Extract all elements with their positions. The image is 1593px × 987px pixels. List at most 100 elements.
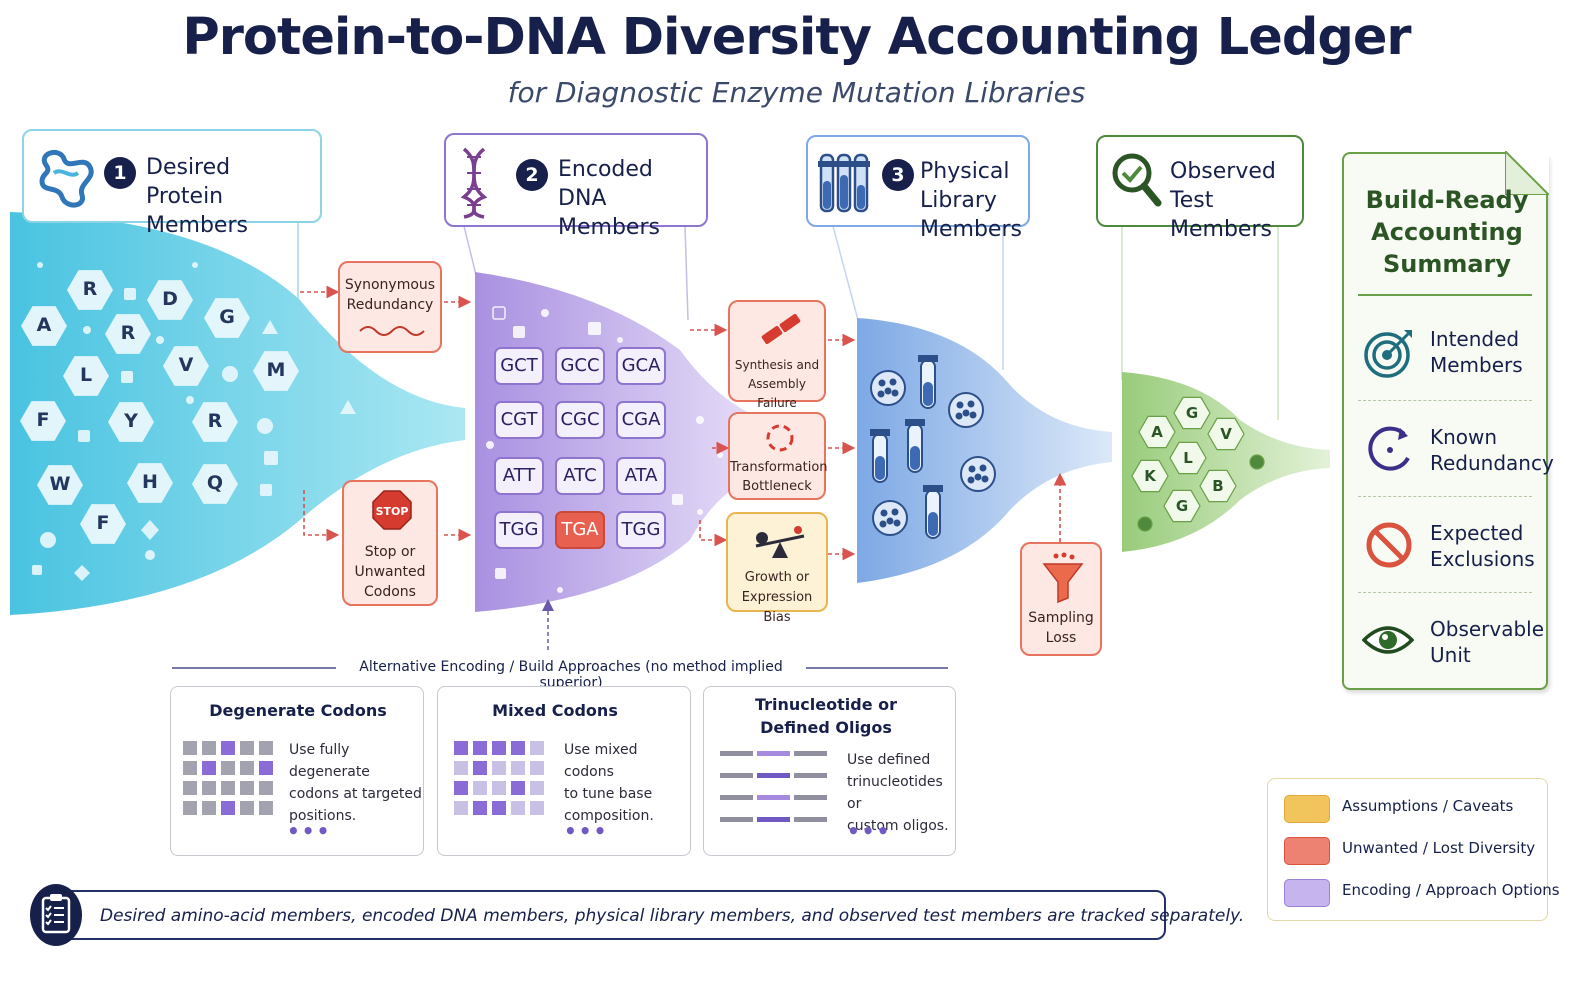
observed-hex <box>1173 396 1211 430</box>
summary-item-3-label: Expected Exclusions <box>1430 520 1535 572</box>
summary-item-3-line1: Expected <box>1430 521 1524 545</box>
amino-acid-label: L <box>79 364 93 386</box>
codon-cell: TGG <box>494 511 544 549</box>
amino-acid-hex <box>192 402 238 442</box>
stage-3-label: Physical Library Members <box>920 157 1028 244</box>
legend-label-encoding: Encoding / Approach Options <box>1342 881 1560 899</box>
footer-text: Desired amino-acid members, encoded DNA … <box>100 906 1245 926</box>
approach-1-desc2: codons at targeted <box>289 786 422 802</box>
amino-acid-label: F <box>36 409 50 431</box>
stage-4-label: Observed Test Members <box>1170 157 1302 244</box>
summary-item-4-label: Observable Unit <box>1430 616 1544 668</box>
amino-acid-hex <box>21 306 67 346</box>
amino-acid-label: R <box>207 410 223 432</box>
stop-codons-box: STOP Stop or Unwanted Codons <box>342 480 438 606</box>
funnel-icon <box>1042 552 1084 604</box>
dashed-circle-icon <box>766 424 794 452</box>
summary-divider-3 <box>1358 496 1532 497</box>
check-dot-icon <box>1137 516 1153 532</box>
amino-acid-label: W <box>49 473 71 495</box>
petri-dish-icon <box>960 456 996 492</box>
observed-hex <box>1199 469 1237 503</box>
legend-swatch-caveats <box>1284 795 1330 823</box>
stage-encoded-dna: 2 Encoded DNA Members <box>444 133 708 240</box>
stop-line3: Codons <box>364 584 416 600</box>
stage-2-line2: DNA Members <box>558 186 660 240</box>
approach-mixed: Mixed Codons Use mixed codons to tune ba… <box>437 686 691 856</box>
summary-title: Build-Ready Accounting Summary <box>1344 184 1550 280</box>
approach-3-desc3: custom oligos. <box>847 818 949 834</box>
summary-item-2-line1: Known <box>1430 425 1498 449</box>
magnifier-check-icon <box>1112 153 1162 207</box>
approach-2-desc2: to tune base <box>564 786 653 802</box>
stage-3-line1: Physical <box>920 159 1010 184</box>
amino-acid-hex <box>163 346 209 386</box>
observed-member-label: L <box>1183 449 1193 467</box>
observed-member-label: A <box>1151 423 1163 441</box>
summary-item-1-label: Intended Members <box>1430 326 1523 378</box>
stage-number-3: 3 <box>882 159 914 191</box>
amino-acid-hex <box>253 351 299 391</box>
summary-item-2-line2: Redundancy <box>1430 451 1554 475</box>
amino-acid-hex <box>108 402 154 442</box>
summary-item-1-line2: Members <box>1430 353 1523 377</box>
stage-3-line2: Library Members <box>920 188 1022 242</box>
test-tube-icon <box>923 485 943 539</box>
broken-link-icon <box>761 313 801 345</box>
codon-cell: ATA <box>616 457 666 495</box>
stop-line1: Stop or <box>364 544 416 560</box>
approach-2-more: ••• <box>564 819 609 843</box>
stop-badge-text: STOP <box>375 505 409 518</box>
balance-icon <box>755 526 805 558</box>
amino-acid-hex <box>192 464 238 504</box>
amino-acid-label: V <box>178 354 194 376</box>
footer-note: Desired amino-acid members, encoded DNA … <box>60 890 1244 940</box>
stage-number-1: 1 <box>104 157 136 189</box>
stop-line2: Unwanted <box>354 564 426 580</box>
amino-acid-label: R <box>120 322 136 344</box>
amino-acid-label: R <box>82 278 98 300</box>
test-tube-icon <box>905 419 925 473</box>
amino-acid-label: D <box>162 288 178 310</box>
codon-cell: GCC <box>555 347 605 385</box>
sampling-line2: Loss <box>1045 630 1077 646</box>
summary-item-2-label: Known Redundancy <box>1430 424 1554 476</box>
summary-divider-2 <box>1358 400 1532 401</box>
codon-cell: CGC <box>555 401 605 439</box>
approach-degenerate: Degenerate Codons Use fully degenerate c… <box>170 686 424 856</box>
growth-bias-box: Growth or Expression Bias <box>726 512 828 625</box>
approach-2-desc3: composition. <box>564 808 654 824</box>
observed-hex <box>1138 415 1176 449</box>
amino-acid-hex <box>105 314 151 354</box>
page-subtitle: for Diagnostic Enzyme Mutation Libraries <box>507 76 1086 109</box>
observed-member-label: G <box>1175 497 1189 515</box>
transformation-bottleneck-box: Transformation Bottleneck <box>728 412 828 500</box>
synonymous-redundancy-box: Synonymous Redundancy <box>338 261 442 353</box>
summary-item-exclusions: Expected Exclusions <box>1344 520 1550 600</box>
stage-4-line1: Observed <box>1170 159 1276 184</box>
codon-cell: CGT <box>494 401 544 439</box>
amino-acid-label: F <box>96 512 110 534</box>
synthesis-failure-box: Synthesis and Assembly Failure <box>728 300 826 410</box>
legend-label-caveats: Assumptions / Caveats <box>1342 797 1514 815</box>
petri-dish-icon <box>948 392 984 428</box>
test-tube-icon <box>870 429 890 483</box>
amino-acid-hex <box>204 298 250 338</box>
test-tubes-icon <box>818 153 870 213</box>
summary-title-line3: Summary <box>1382 250 1512 278</box>
synthesis-line2: Assembly Failure <box>748 377 806 410</box>
amino-acid-label: G <box>219 306 235 328</box>
summary-item-1-line1: Intended <box>1430 327 1520 351</box>
mixed-grid-icon <box>454 741 564 825</box>
observed-hex <box>1163 489 1201 523</box>
approach-3-more: ••• <box>847 819 892 843</box>
page-fold-icon <box>1505 151 1549 195</box>
protein-icon <box>39 149 94 208</box>
amino-acid-hex <box>147 280 193 320</box>
stage-2-line1: Encoded <box>558 157 653 182</box>
stage-2-label: Encoded DNA Members <box>558 155 706 242</box>
protein-funnel <box>10 212 465 615</box>
stage-number-2: 2 <box>516 159 548 191</box>
petri-dish-icon <box>872 500 908 536</box>
legend-label-lost: Unwanted / Lost Diversity <box>1342 839 1536 857</box>
